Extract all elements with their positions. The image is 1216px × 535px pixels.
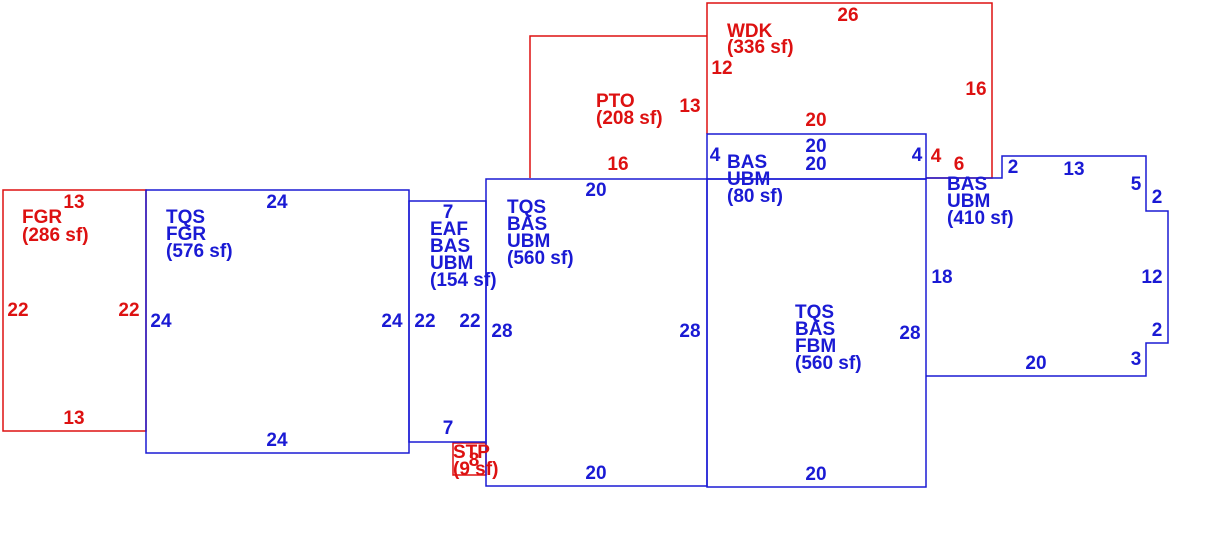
dim-tqsfgr-right: 24 [381,311,403,332]
dim-b410-2a: 2 [1008,157,1019,178]
dim-bas80-top: 20 [805,136,826,157]
dim-tqsfgr-top: 24 [266,192,288,213]
dim-fgr-left: 22 [7,300,28,321]
dim-eaf-bottom: 7 [443,418,454,439]
dim-fgr-bottom: 13 [63,408,84,429]
dim-wdk-top: 26 [837,5,858,26]
dim-b410-2b: 2 [1152,187,1163,208]
dim-eaf-right: 22 [459,311,480,332]
area-label-stp: STP (9 sf) [453,442,498,480]
dim-b410-2c: 2 [1152,320,1163,341]
area-label-tqs-fbm: TQS BAS FBM (560 sf) [795,302,862,374]
dim-wdk-6: 6 [954,154,965,175]
dim-b410-18: 18 [931,267,952,288]
dim-eaf-top: 7 [443,202,454,223]
dim-wdk-4: 4 [931,146,942,167]
dim-eaf-left: 22 [414,311,435,332]
area-label-eaf: EAF BAS UBM (154 sf) [430,219,497,291]
dim-b410-3: 3 [1131,349,1142,370]
dim-b410-5: 5 [1131,174,1142,195]
area-label-tqs-fgr: TQS FGR (576 sf) [166,207,233,262]
dim-fgr-right: 22 [118,300,139,321]
area-label-pto: PTO (208 sf) [596,91,663,129]
dim-fbm-bottom: 20 [805,464,826,485]
tqs-fbm-outline [706,178,927,488]
area-label-bas-410: BAS UBM (410 sf) [947,174,1014,229]
dim-tqsubm-right: 28 [679,321,700,342]
dim-b410-20: 20 [1025,353,1046,374]
bas-410-outline [926,155,1169,377]
dim-wdk-right: 16 [965,79,986,100]
area-label-wdk: WDK (336 sf) [727,21,794,58]
dim-fgr-top: 13 [63,192,84,213]
dim-tqsubm-bottom: 20 [585,463,606,484]
area-label-fgr-red: FGR (286 sf) [22,207,89,246]
dim-tqsubm-left: 28 [491,321,512,342]
dim-tqsubm-top: 20 [585,180,606,201]
dim-pto-right: 13 [679,96,700,117]
dim-b410-13: 13 [1063,159,1084,180]
dim-pto-bottom: 16 [607,154,628,175]
pto-outline [529,35,707,178]
dim-tqsfgr-bottom: 24 [266,430,288,451]
dim-bas80-bottom: 20 [805,154,826,175]
dim-tqsfgr-left: 24 [150,311,172,332]
dim-stp-8: 8 [469,450,480,471]
dim-bas80-right: 4 [912,145,923,166]
area-label-bas-80: BAS UBM (80 sf) [727,152,783,207]
dim-wdk-bottom: 20 [805,110,826,131]
dim-fbm-right: 28 [899,323,920,344]
area-label-tqs-ubm: TQS BAS UBM (560 sf) [507,197,574,269]
dim-b410-12: 12 [1141,267,1162,288]
dim-bas80-left: 4 [710,145,721,166]
dim-wdk-left: 12 [711,58,732,79]
